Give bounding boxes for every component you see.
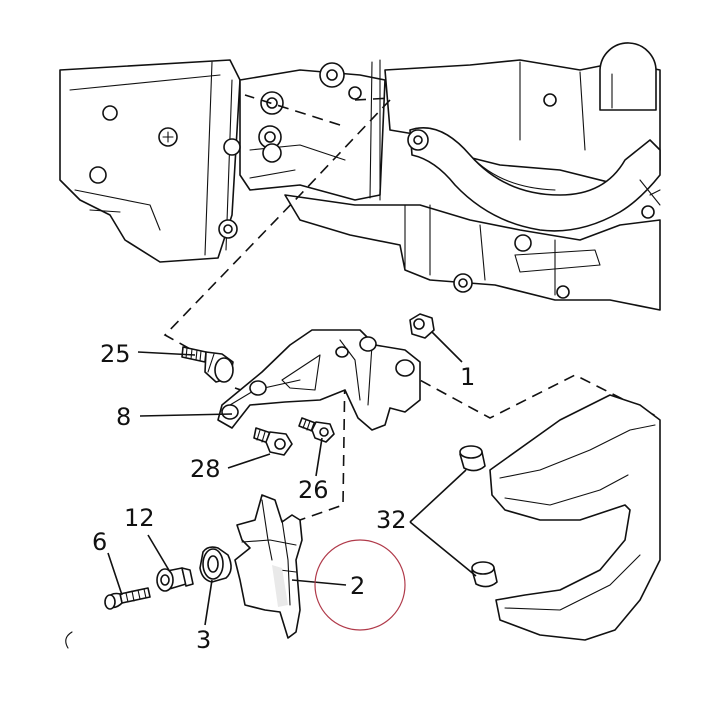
grommet-part-3[interactable] [199, 546, 232, 583]
plug-part-32-lower[interactable] [471, 561, 498, 588]
callout-25: 25 [100, 340, 131, 368]
engine-assembly [59, 42, 661, 311]
plug-part-32-upper[interactable] [459, 445, 486, 472]
heat-shield-part-2[interactable] [234, 494, 303, 639]
callout-26: 26 [298, 476, 329, 504]
callout-32: 32 [376, 506, 407, 534]
callout-6: 6 [92, 528, 107, 556]
bracket-part-8[interactable] [217, 329, 421, 431]
screw-part-6[interactable] [104, 587, 151, 610]
callout-8: 8 [116, 403, 131, 431]
callout-labels: 25 1 8 28 26 32 12 6 2 3 [92, 340, 475, 654]
callout-12: 12 [124, 504, 155, 532]
callout-3: 3 [196, 626, 211, 654]
bolt-part-25[interactable] [181, 346, 234, 383]
bolt-part-26[interactable] [298, 417, 335, 443]
fairing-panel [489, 394, 661, 641]
partial-clip [65, 631, 73, 649]
callout-28: 28 [190, 455, 221, 483]
bolt-part-28[interactable] [253, 427, 293, 456]
leader-lines [107, 331, 477, 626]
nut-part-1[interactable] [409, 313, 435, 339]
callout-1: 1 [460, 363, 475, 391]
callout-2: 2 [350, 572, 365, 600]
spacer-part-12[interactable] [156, 567, 194, 592]
highlight-circle [314, 539, 406, 631]
